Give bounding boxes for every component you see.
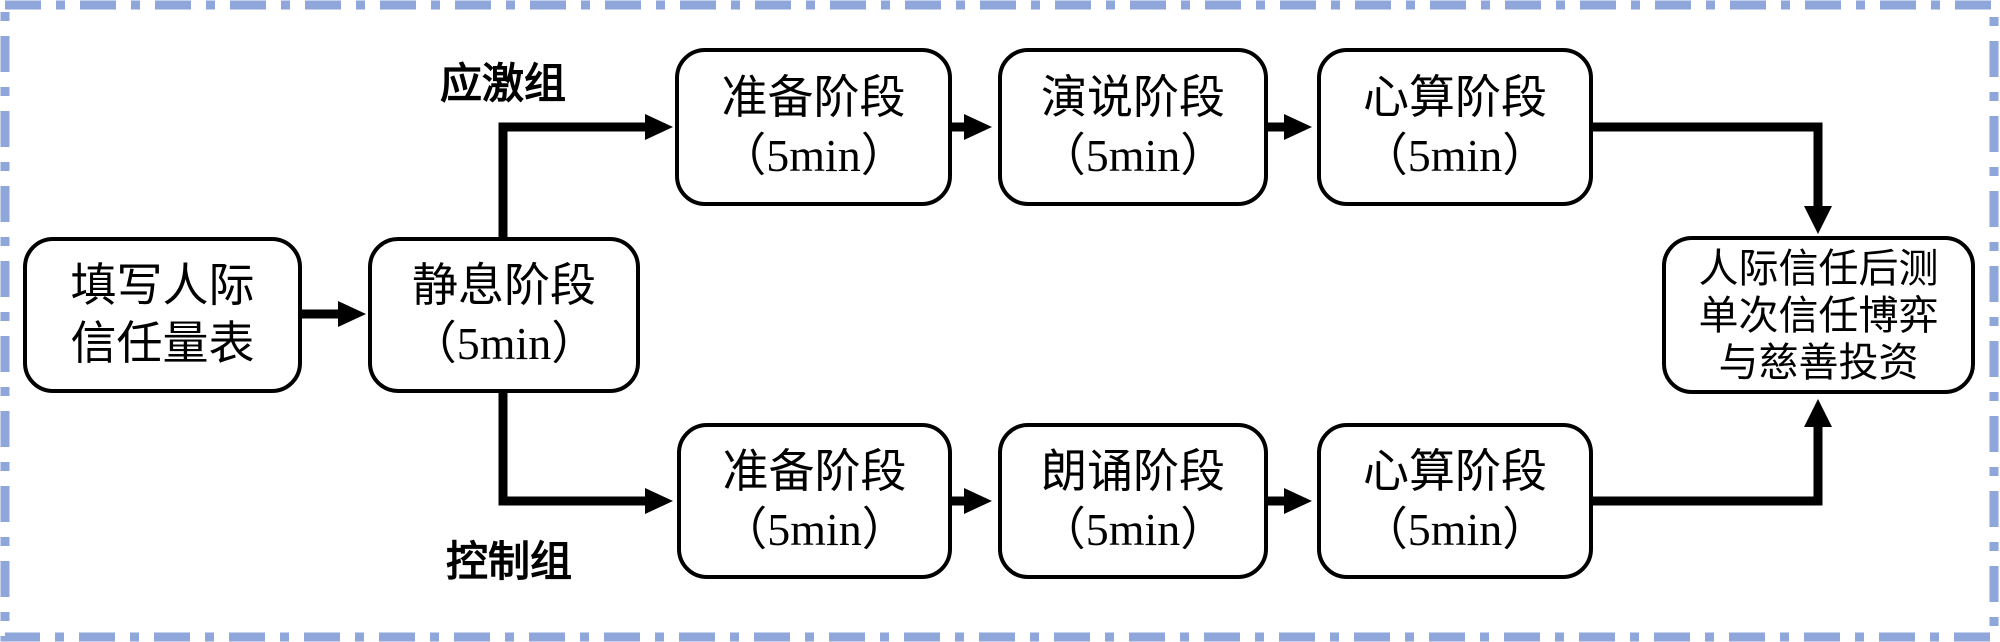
arrowhead-control-recite-to-math (1284, 488, 1312, 514)
arrowhead-stress-prep-to-speech (964, 114, 992, 140)
node-text-line: 单次信任博弈 (1698, 292, 1939, 338)
arrowhead-stress-math-to-posttest (1804, 206, 1832, 234)
node-text-line: 信任量表 (70, 318, 255, 369)
connector-stress-math-to-posttest (1593, 122, 1823, 208)
node-text-line: 朗诵阶段 (1041, 446, 1225, 497)
node-text-line: 人际信任后测 (1698, 245, 1939, 291)
node-text-line: 准备阶段 (722, 446, 907, 497)
connector-control-math-to-posttest (1593, 425, 1823, 506)
node-posttest-trust-game-investment: 人际信任后测 单次信任博弈 与慈善投资 (1662, 236, 1975, 394)
node-text-line: （5min） (720, 130, 907, 181)
node-text-line: 演说阶段 (1041, 72, 1225, 123)
stress-group-label: 应激组 (440, 62, 567, 108)
connector-rest-to-control-prep (498, 390, 647, 506)
node-control-preparation-phase: 准备阶段 （5min） (677, 423, 952, 579)
node-text-line: 与慈善投资 (1718, 339, 1919, 385)
arrowhead-control-prep-to-recite (964, 488, 992, 514)
node-pretest-trust-scale: 填写人际 信任量表 (23, 237, 302, 393)
node-text-line: 准备阶段 (721, 72, 906, 123)
node-stress-mental-arithmetic-phase: 心算阶段 （5min） (1317, 48, 1593, 206)
connector-rest-to-stress-prep (498, 122, 647, 239)
node-control-recitation-phase: 朗诵阶段 （5min） (998, 423, 1268, 579)
arrowhead-rest-to-stress-prep (645, 114, 673, 140)
node-stress-preparation-phase: 准备阶段 （5min） (675, 48, 952, 206)
node-stress-speech-phase: 演说阶段 （5min） (998, 48, 1268, 206)
arrowhead-control-math-to-posttest (1804, 399, 1832, 427)
arrowhead-pretest-to-rest (338, 301, 366, 327)
node-text-line: （5min） (1361, 130, 1549, 181)
node-text-line: 填写人际 (70, 260, 255, 311)
node-text-line: （5min） (721, 504, 908, 555)
node-text-line: 静息阶段 (412, 260, 596, 311)
arrowhead-rest-to-control-prep (645, 488, 673, 514)
node-text-line: （5min） (410, 318, 598, 369)
control-group-label: 控制组 (446, 540, 573, 586)
node-text-line: （5min） (1361, 504, 1549, 555)
node-text-line: 心算阶段 (1363, 446, 1547, 497)
node-rest-phase: 静息阶段 （5min） (368, 237, 640, 393)
node-text-line: （5min） (1039, 504, 1227, 555)
arrowhead-stress-speech-to-math (1284, 114, 1312, 140)
node-text-line: （5min） (1039, 130, 1227, 181)
node-control-mental-arithmetic-phase: 心算阶段 （5min） (1317, 423, 1593, 579)
node-text-line: 心算阶段 (1363, 72, 1547, 123)
